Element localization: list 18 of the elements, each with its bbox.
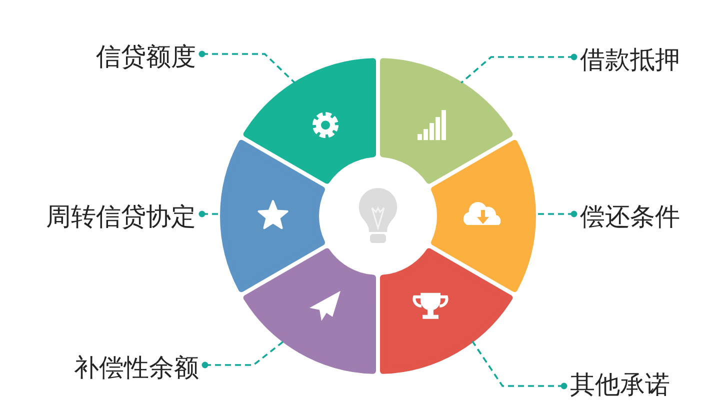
- item-label: 偿还条件: [580, 202, 680, 232]
- item-label: 其他承诺: [570, 370, 670, 400]
- item-label: 周转信贷协定: [46, 202, 196, 232]
- ring-segment: [431, 140, 536, 292]
- item-label: 信贷额度: [96, 42, 196, 72]
- ring-segment: [380, 248, 513, 374]
- leader-line: [472, 340, 568, 390]
- leader-line: [198, 50, 296, 84]
- item-label: 借款抵押: [580, 45, 680, 75]
- leader-line: [202, 340, 284, 368]
- ring-segment: [220, 140, 325, 292]
- ring-segment: [380, 58, 513, 184]
- leader-line: [198, 210, 221, 218]
- leader-line: [535, 210, 578, 218]
- item-label: 补偿性余额: [74, 353, 199, 383]
- leader-line: [460, 54, 578, 84]
- ring-segment: [243, 248, 376, 374]
- ring-segment: [243, 58, 376, 184]
